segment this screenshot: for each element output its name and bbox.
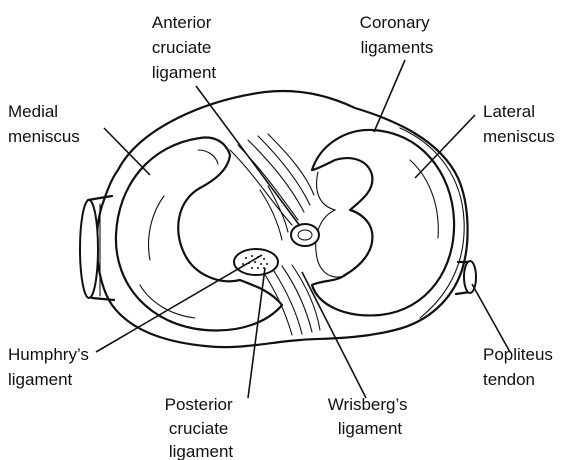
label-anterior-cruciate: Anterior cruciate ligament	[152, 13, 217, 82]
leader-wrisberg	[302, 272, 366, 398]
medial-cut-tendon	[80, 196, 114, 300]
leader-medial-meniscus	[104, 128, 150, 175]
label-lateral-meniscus: Lateral meniscus	[483, 102, 555, 146]
label-coronary-ligaments: Coronary ligaments	[360, 13, 435, 57]
label-popliteus-tendon: Popliteus tendon	[483, 345, 558, 389]
lateral-meniscus-shape	[312, 130, 454, 315]
leader-popliteus	[472, 284, 510, 352]
label-wrisberg-ligament: Wrisberg’s ligament	[328, 395, 412, 438]
acl-stump	[291, 224, 319, 246]
label-humphry-ligament: Humphry’s ligament	[8, 345, 94, 389]
label-posterior-cruciate: Posterior cruciate ligament	[165, 395, 238, 460]
label-medial-meniscus: Medial meniscus	[8, 102, 80, 146]
leader-lateral-meniscus	[415, 115, 475, 178]
tibial-plateau-illustration	[80, 91, 476, 347]
leader-anterior-cruciate	[196, 86, 300, 226]
